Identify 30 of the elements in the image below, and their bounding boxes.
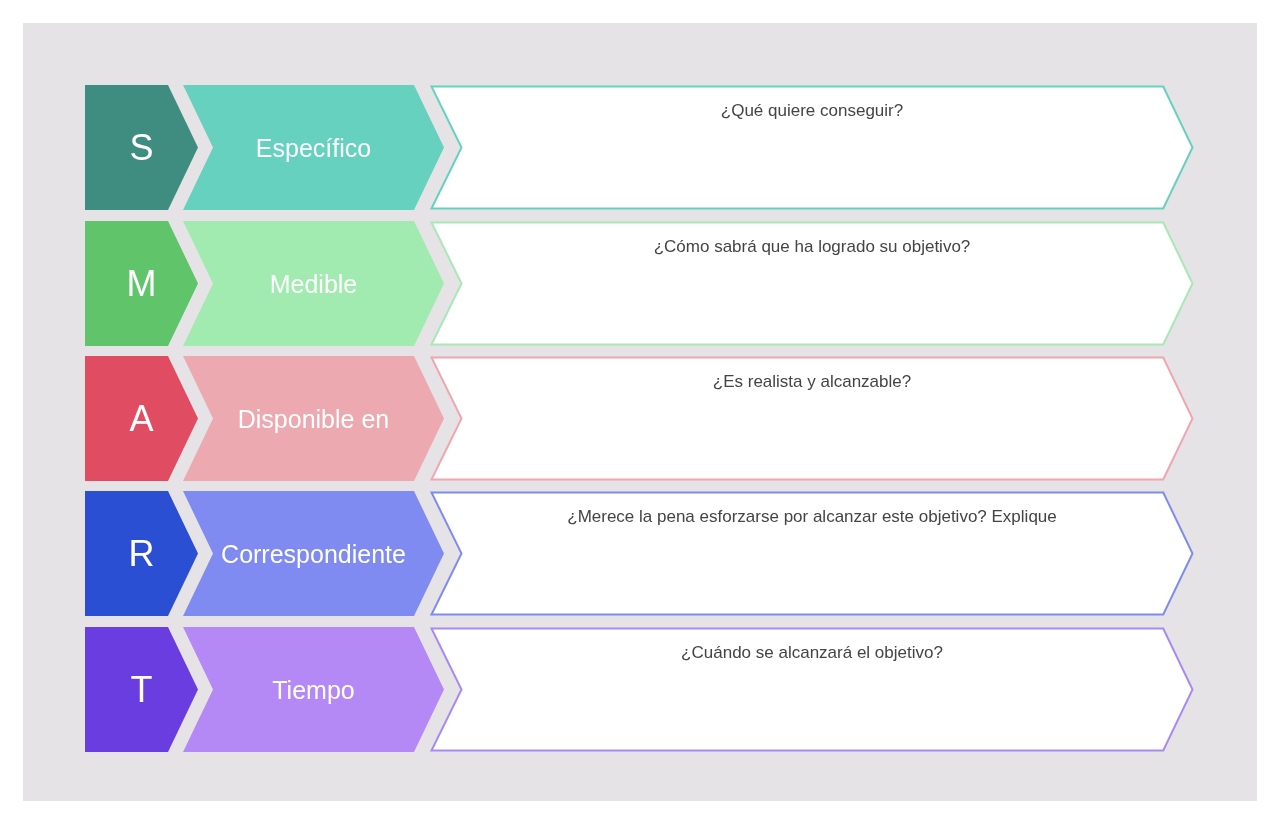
- chevron-shape: [183, 491, 444, 616]
- step-letter: A: [129, 398, 154, 439]
- outlined-chevron: [430, 221, 1194, 346]
- step-title: Correspondiente: [221, 538, 406, 569]
- outlined-chevron: [430, 491, 1194, 616]
- guiding-question: ¿Merece la pena esforzarse por alcanzar este objetivo? Explique: [567, 506, 1057, 527]
- guiding-question: ¿Cuándo se alcanzará el objetivo?: [681, 642, 943, 663]
- chevron-shape: [85, 491, 198, 616]
- chevron-shape: [85, 85, 198, 210]
- chevron-shape: [183, 356, 444, 481]
- step-letter: M: [126, 263, 157, 304]
- chevron-shape: [85, 627, 198, 752]
- chevron-shape: [85, 356, 198, 481]
- step-letter: S: [129, 127, 154, 168]
- chevron-shape: [183, 627, 444, 752]
- outlined-chevron: [430, 627, 1194, 752]
- step-letter: T: [130, 669, 153, 710]
- outlined-chevron: [430, 356, 1194, 481]
- guiding-question: ¿Es realista y alcanzable?: [712, 371, 912, 392]
- step-letter: R: [128, 533, 155, 574]
- chevron-shape: [183, 85, 444, 210]
- step-title: Medible: [269, 268, 358, 299]
- guiding-question: ¿Cómo sabrá que ha logrado su objetivo?: [653, 236, 971, 257]
- guiding-question: ¿Qué quiere conseguir?: [720, 100, 904, 121]
- chevron-shape: [183, 221, 444, 346]
- chevron-shape: [85, 221, 198, 346]
- step-title: Tiempo: [272, 674, 355, 705]
- outlined-chevron: [430, 85, 1194, 210]
- step-title: Específico: [255, 132, 372, 163]
- step-title: Disponible en: [237, 403, 390, 434]
